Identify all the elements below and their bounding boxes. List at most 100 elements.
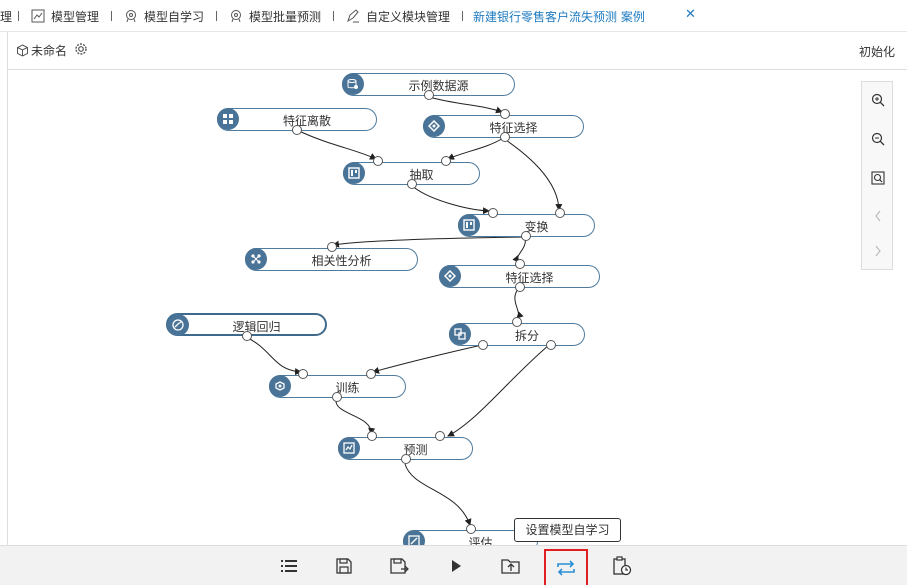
node-label: 逻辑回归 (232, 320, 281, 334)
node-correlation[interactable]: 相关性分析 (245, 242, 418, 271)
brain-icon (231, 10, 241, 23)
node-feature-select-2[interactable]: 特征选择 (439, 259, 600, 292)
next-icon[interactable] (869, 242, 887, 260)
initialize-button[interactable]: 初始化 (858, 45, 895, 59)
tab-label: 新建银行零售客户流失预测 案例 (473, 9, 645, 24)
input-port[interactable] (441, 156, 451, 166)
database-icon (342, 73, 364, 95)
tab-bar: 理 模型管理 模型自学习 模型批量预测 (0, 0, 907, 32)
node-train[interactable]: 训练 (269, 369, 406, 402)
node-label: 特征离散 (282, 114, 331, 128)
node-label: 相关性分析 (311, 254, 372, 268)
feature-select-icon (439, 265, 461, 287)
zoom-out-icon[interactable] (869, 130, 887, 148)
list-icon[interactable] (277, 554, 301, 578)
schedule-icon[interactable] (610, 554, 634, 578)
input-port[interactable] (466, 524, 476, 534)
export-folder-icon[interactable] (499, 554, 523, 578)
tab-model-management[interactable]: 模型管理 (31, 8, 99, 24)
tab-separator (462, 11, 463, 21)
fit-view-icon[interactable] (869, 169, 887, 187)
edge (332, 236, 526, 248)
edge-layer (245, 96, 563, 526)
tab-bank-churn-case[interactable]: 新建银行零售客户流失预测 案例 (473, 8, 645, 24)
tab-label: 模型自学习 (144, 9, 205, 24)
output-port[interactable] (546, 340, 556, 350)
input-port[interactable] (500, 109, 510, 119)
tab-separator (18, 11, 19, 21)
input-port[interactable] (512, 317, 522, 327)
prev-icon[interactable] (869, 207, 887, 225)
canvas-header: 未命名 初始化 (7, 32, 907, 70)
output-port[interactable] (500, 132, 510, 142)
train-icon (269, 375, 291, 397)
node-feature-select-1[interactable]: 特征选择 (423, 109, 584, 142)
edge (447, 344, 550, 437)
tab-label: 自定义模块管理 (366, 9, 451, 24)
output-port[interactable] (515, 282, 525, 292)
save-as-icon[interactable] (387, 554, 411, 578)
zoom-toolbar (861, 81, 893, 270)
bottom-toolbar (0, 545, 907, 585)
output-port[interactable] (407, 179, 417, 189)
edge (410, 184, 490, 215)
node-extract[interactable]: 抽取 (343, 156, 480, 189)
node-sample-datasource[interactable]: 示例数据源 (342, 73, 515, 100)
edge (245, 336, 302, 376)
tab-model-self-learning[interactable]: 模型自学习 (124, 8, 204, 24)
input-port[interactable] (435, 431, 445, 441)
input-port[interactable] (373, 156, 383, 166)
self-learn-icon (557, 560, 575, 576)
split-icon (449, 323, 471, 345)
tooltip: 设置模型自学习 (514, 518, 621, 542)
regression-icon (167, 314, 189, 336)
brain-icon (126, 10, 136, 23)
output-port[interactable] (401, 454, 411, 464)
node-label: 特征选择 (505, 271, 554, 285)
close-icon[interactable]: ✕ (685, 7, 696, 22)
node-label: 特征选择 (489, 121, 538, 135)
output-port[interactable] (424, 90, 434, 100)
zoom-in-icon[interactable] (869, 91, 887, 109)
input-port[interactable] (555, 208, 565, 218)
edge (404, 463, 472, 526)
node-feature-discretize[interactable]: 特征离散 (217, 108, 377, 135)
node-logistic-regression[interactable]: 逻辑回归 (166, 313, 327, 341)
self-learn-button[interactable] (544, 549, 588, 585)
output-port[interactable] (242, 331, 252, 341)
edge (335, 398, 376, 435)
output-port[interactable] (332, 392, 342, 402)
node-label: 变换 (524, 220, 549, 234)
gear-icon[interactable] (74, 41, 88, 60)
input-port[interactable] (366, 369, 376, 379)
node-label: 训练 (335, 381, 360, 395)
input-port[interactable] (515, 259, 525, 269)
edge (428, 96, 503, 114)
workflow-canvas[interactable]: 示例数据源 特征离散 特征选择 抽取 (7, 70, 907, 545)
node-transform[interactable]: 变换 (458, 208, 595, 241)
tab-label: 模型管理 (51, 9, 100, 24)
output-port[interactable] (478, 340, 488, 350)
node-split[interactable]: 拆分 (449, 317, 585, 350)
discretize-icon (217, 108, 239, 130)
node-predict[interactable]: 预测 (338, 431, 473, 464)
output-port[interactable] (521, 231, 531, 241)
tab-batch-prediction[interactable]: 模型批量预测 (229, 8, 321, 24)
edge (447, 137, 504, 160)
edge (372, 344, 483, 374)
input-port[interactable] (488, 208, 498, 218)
save-icon[interactable] (332, 554, 356, 578)
input-port[interactable] (327, 242, 337, 252)
input-port[interactable] (367, 431, 377, 441)
tab-custom-module[interactable]: 自定义模块管理 (346, 8, 450, 24)
tab-partial[interactable]: 理 (0, 8, 12, 24)
canvas-title[interactable]: 未命名 (16, 42, 67, 59)
edit-icon (347, 9, 359, 23)
input-port[interactable] (298, 369, 308, 379)
run-icon[interactable] (444, 554, 468, 578)
correlation-icon (245, 248, 267, 270)
output-port[interactable] (292, 125, 302, 135)
tab-label: 理 (0, 9, 13, 24)
feature-select-icon (423, 115, 445, 137)
